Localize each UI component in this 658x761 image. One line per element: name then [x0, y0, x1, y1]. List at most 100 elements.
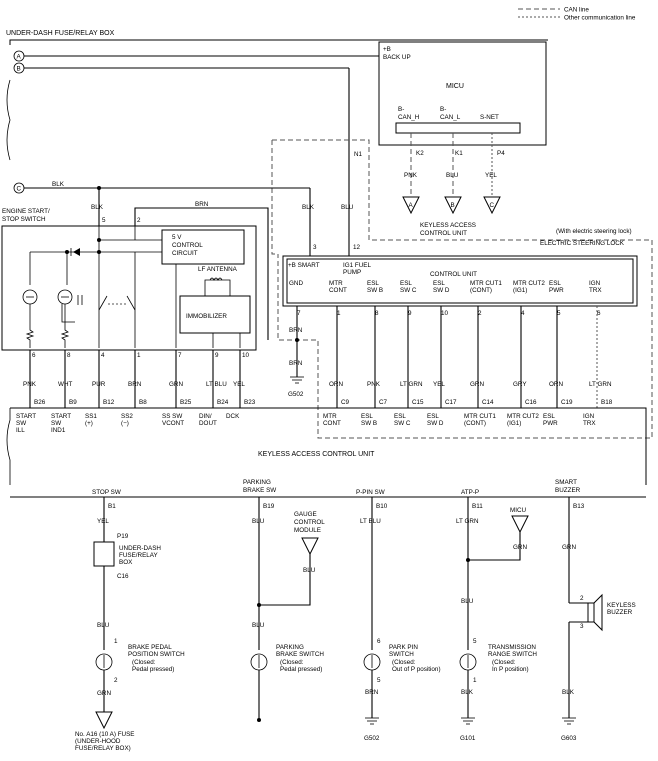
- micu-tri-b: B: [451, 202, 455, 209]
- ess-ctrl3: CIRCUIT: [172, 250, 198, 257]
- wire-blu-stop: BLU: [97, 622, 110, 629]
- ess-pin-5: 9: [215, 352, 219, 359]
- esl-col-label-b-2: SW B: [367, 287, 383, 294]
- bp-label2: POSITION SWITCH: [128, 651, 185, 658]
- wire-brn-top: BRN: [195, 201, 209, 208]
- atp-circuit: ATP-P B11 LT GRN MICU GRN BLU 5 1 TRANSM…: [456, 489, 537, 742]
- kac-pin-0: B26: [34, 399, 46, 406]
- esl-col-label-a-2: ESL: [367, 280, 379, 287]
- kac-sb1: SMART: [555, 479, 577, 486]
- ess-wire-label-6: YEL: [233, 381, 245, 388]
- kac-label-b-0: SW: [16, 420, 26, 427]
- esl-col-label-b-7: PWR: [549, 287, 564, 294]
- gcm-label2: CONTROL: [294, 519, 325, 526]
- kac-label-b-2: (+): [85, 420, 93, 427]
- esl-wire-label-7: ORN: [549, 381, 563, 388]
- esl-control-unit: CONTROL UNIT: [430, 271, 477, 278]
- kac-label-a-12: MTR CUT2: [507, 413, 539, 420]
- trs-label2: RANGE SWITCH: [488, 651, 537, 658]
- kac-label-a-2: SS1: [85, 413, 97, 420]
- trs-label1: TRANSMISSION: [488, 644, 536, 651]
- kac-label-b-14: TRX: [583, 420, 596, 427]
- kac-label-a-8: ESL: [361, 413, 373, 420]
- kac-pin-1: B9: [69, 399, 77, 406]
- kac-label-b-7: CONT: [323, 420, 341, 427]
- wire-blu-pb: BLU: [252, 518, 265, 525]
- kac-label-b-12: (IG1): [507, 420, 521, 427]
- trs-label3: (Closed:: [492, 659, 516, 666]
- ground-g502: G502: [288, 391, 304, 398]
- pp-pin6: 6: [377, 638, 381, 645]
- micu-canl-label: B-: [440, 106, 446, 113]
- ess-wire-label-2: PUR: [92, 381, 106, 388]
- ess-lf-antenna: LF ANTENNA: [198, 266, 238, 273]
- pbs-label2: BRAKE SWITCH: [276, 651, 324, 658]
- underdash-label: UNDER-DASH FUSE/RELAY BOX: [6, 30, 115, 37]
- wire-blk-c: BLK: [52, 181, 65, 188]
- kac-label-a-5: DIN/: [199, 413, 212, 420]
- kac-label-a-0: START: [16, 413, 36, 420]
- gnd-brn2: BRN: [289, 360, 303, 367]
- esl-smart: +B SMART: [288, 262, 320, 269]
- micu-backup-label: BACK UP: [383, 54, 411, 61]
- esl-pin12: 12: [353, 244, 361, 251]
- kac-ref-label2: CONTROL UNIT: [420, 230, 467, 237]
- kac-label-a-14: IGN: [583, 413, 595, 420]
- trs-label4: In P position): [492, 666, 529, 673]
- pin-b1: B1: [108, 503, 116, 510]
- esl-wire-label-5: GRN: [470, 381, 484, 388]
- esl-pin-2: 8: [375, 310, 379, 317]
- kac-pin-3: B8: [139, 399, 147, 406]
- park-pin-circuit: P-PIN SW B10 LT BLU 6 5 PARK PIN SWITCH …: [356, 489, 441, 742]
- micu-bup-label: +B: [383, 46, 391, 53]
- buzzer-pin2: 2: [580, 595, 584, 602]
- esl-wire-label-3: LT GRN: [400, 381, 423, 388]
- esl-col-label-a-7: ESL: [549, 280, 561, 287]
- bp-pin2: 2: [114, 677, 118, 684]
- micu-box: +B BACK UP MICU B- CAN_H B- CAN_L S-NET …: [354, 41, 547, 237]
- wire-yel-stop: YEL: [97, 518, 109, 525]
- esl-pin-5: 2: [478, 310, 482, 317]
- pin-b11: B11: [472, 503, 483, 510]
- esl-ig1a: IG1 FUEL: [343, 262, 371, 269]
- esl-wire-label-8: LT GRN: [589, 381, 612, 388]
- kac-pin-13: C19: [561, 399, 573, 406]
- electric-steering-lock: (With electric steering lock) ELECTRIC S…: [282, 228, 638, 307]
- micu-snet-label: S-NET: [480, 114, 499, 121]
- kac-pin-2: B12: [103, 399, 115, 406]
- pp-pin5: 5: [377, 677, 381, 684]
- trs-pin5: 5: [473, 638, 477, 645]
- kac-pin-9: C15: [412, 399, 424, 406]
- esl-col-label-a-1: MTR: [329, 280, 343, 287]
- ud-label3: BOX: [119, 559, 133, 566]
- kac-pin-7: C9: [341, 399, 350, 406]
- micu-pin-k1: K1: [455, 150, 463, 157]
- wire-blu-esl: BLU: [341, 204, 354, 211]
- esl-wire-label-6: GRY: [513, 381, 527, 388]
- wire-blk-buzzer: BLK: [562, 689, 575, 696]
- connector-b: B: [17, 66, 21, 73]
- esl-col-label-a-4: ESL: [433, 280, 445, 287]
- buzzer-pin3: 3: [580, 623, 584, 630]
- bp-label4: Pedal pressed): [132, 666, 174, 673]
- ud-label1: UNDER-DASH: [119, 545, 161, 552]
- top-wires: C BLK BLK 5 BRN 2 BLK BLU 3 12: [13, 145, 361, 340]
- kac-label-b-11: (CONT): [464, 420, 486, 427]
- connector-a: A: [17, 54, 22, 61]
- gcm-label3: MODULE: [294, 527, 321, 534]
- micu-ref: MICU: [510, 507, 527, 514]
- kac-label-b-13: PWR: [543, 420, 558, 427]
- wire-blk-5: BLK: [91, 204, 104, 211]
- kac-sb2: BUZZER: [555, 487, 581, 494]
- kac-label-a-10: ESL: [427, 413, 439, 420]
- esl-title: ELECTRIC STEERING LOCK: [540, 240, 625, 247]
- bp-label3: (Closed:: [132, 659, 156, 666]
- kac-label-b-8: SW B: [361, 420, 377, 427]
- ess-pin-3: 1: [137, 352, 141, 359]
- micu-wire-pnk: PNK: [404, 172, 418, 179]
- esl-ground: BRN BRN G502: [288, 316, 304, 398]
- esl-col-label-b-5: (CONT): [470, 287, 492, 294]
- micu-pin-n1: N1: [354, 151, 363, 158]
- esl-note: (With electric steering lock): [556, 228, 632, 235]
- esl-pin-3: 9: [408, 310, 412, 317]
